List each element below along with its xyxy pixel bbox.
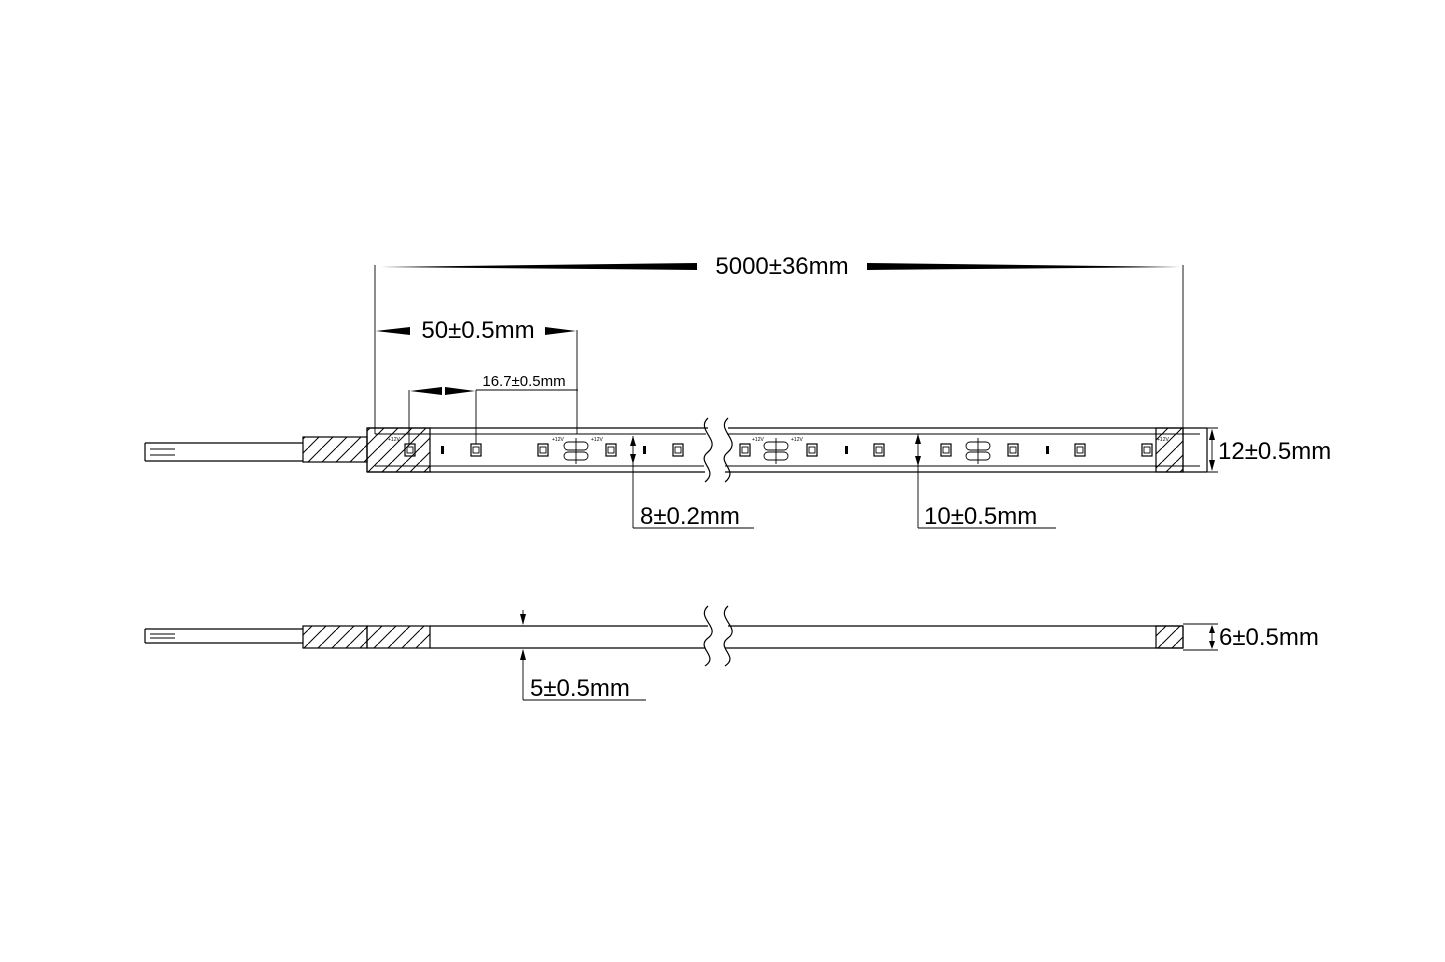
- led-chip: [1074, 443, 1086, 457]
- top-left-endcap: [366, 427, 431, 473]
- dimension-inner-width: 10±0.5mm: [915, 434, 1056, 530]
- pcb-voltage-mark: +12V: [591, 437, 603, 443]
- side-cable: [144, 628, 303, 644]
- pcb-voltage-mark: +12V: [791, 437, 803, 443]
- led-chip: [1141, 443, 1153, 457]
- pcb-width-label: 8±0.2mm: [640, 503, 740, 530]
- led-chip: [1007, 443, 1019, 457]
- resistor: [1046, 446, 1049, 454]
- top-strip-body: [366, 417, 1208, 483]
- cut-points: +12V +12V +12V +12V +12V +12V: [388, 437, 1169, 464]
- end-cap-height-label: 6±0.5mm: [1219, 624, 1319, 651]
- led-chip: [605, 443, 617, 457]
- side-left-endcap: [366, 625, 431, 649]
- side-view: 6±0.5mm 5±0.5mm: [144, 605, 1319, 702]
- cut-length-label: 50±0.5mm: [421, 317, 534, 344]
- led-chip: [739, 443, 751, 457]
- resistor: [845, 446, 848, 454]
- total-length-label: 5000±36mm: [715, 253, 848, 280]
- strip-width-label: 12±0.5mm: [1218, 438, 1331, 465]
- led-chip: [940, 443, 952, 457]
- dimension-strip-width: 12±0.5mm: [1183, 427, 1331, 473]
- led-chip: [873, 443, 885, 457]
- pcb-voltage-mark: +12V: [752, 437, 764, 443]
- led-chip: [806, 443, 818, 457]
- dimension-strip-thickness: 5±0.5mm: [520, 610, 646, 702]
- led-pitch-label: 16.7±0.5mm: [482, 373, 565, 390]
- dimension-led-pitch: 16.7±0.5mm: [408, 373, 578, 444]
- side-strip-body: [430, 605, 1183, 667]
- led-chips: [404, 443, 1153, 457]
- pcb-voltage-mark: +12V: [552, 437, 564, 443]
- pcb-voltage-mark: +12V: [1157, 437, 1169, 443]
- strip-thickness-label: 5±0.5mm: [530, 675, 630, 702]
- dimension-pcb-width: 8±0.2mm: [630, 436, 754, 530]
- led-chip: [672, 443, 684, 457]
- inner-width-label: 10±0.5mm: [924, 503, 1037, 530]
- resistor: [643, 446, 646, 454]
- resistor: [441, 446, 444, 454]
- side-right-endcap: [1155, 625, 1184, 649]
- dimension-end-cap-height: 6±0.5mm: [1183, 623, 1319, 651]
- dimension-total-length: 5000±36mm: [374, 253, 1184, 434]
- dimension-cut-length: 50±0.5mm: [376, 317, 578, 434]
- led-chip: [470, 443, 482, 457]
- side-heatshrink: [302, 625, 368, 649]
- top-heatshrink: [302, 436, 368, 463]
- pcb-voltage-mark: +12V: [388, 437, 400, 443]
- led-chip: [537, 443, 549, 457]
- top-view: +12V +12V +12V +12V +12V +12V 5000±36mm …: [144, 253, 1331, 530]
- top-right-endcap: [1155, 427, 1184, 473]
- resistors: [441, 446, 1049, 454]
- top-cable: [144, 442, 303, 462]
- led-chip: [404, 443, 416, 457]
